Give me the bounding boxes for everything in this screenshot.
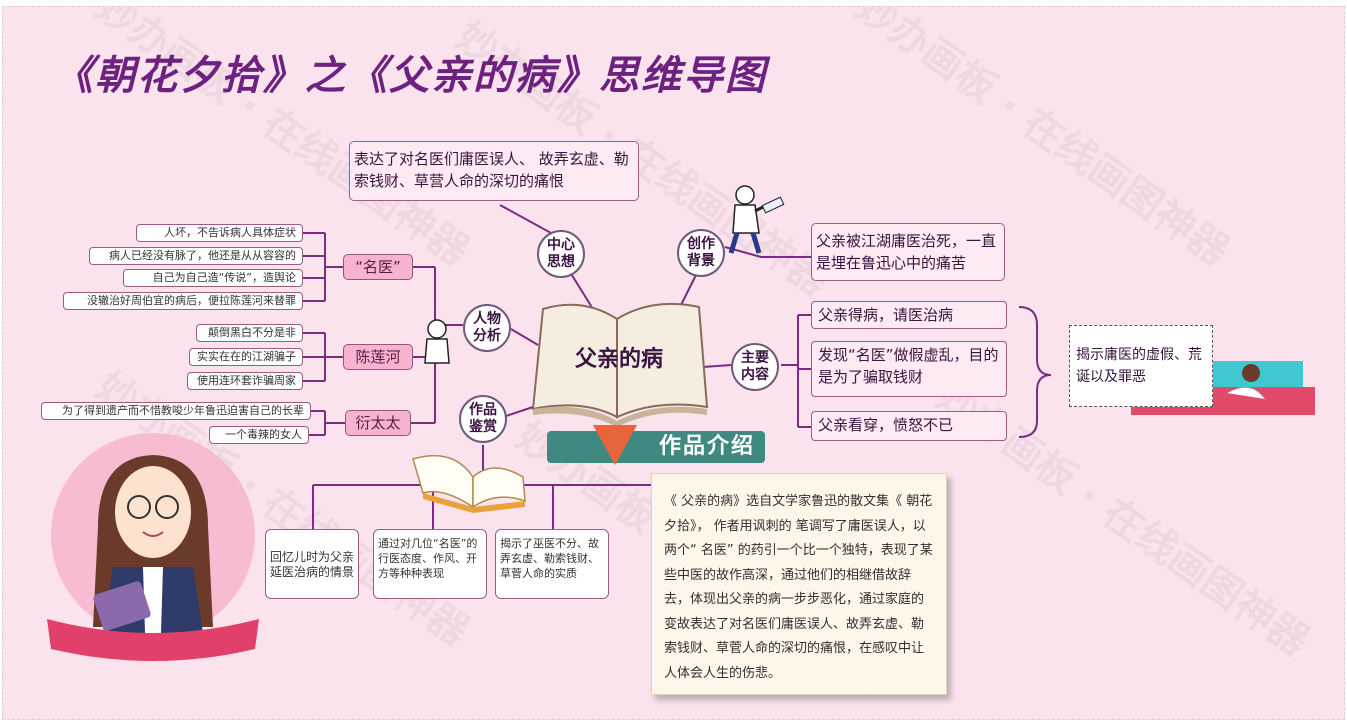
girl-illustration xyxy=(47,433,259,661)
man-illustration xyxy=(424,319,450,364)
page-title: 《朝花夕拾》之《父亲的病》思维导图 xyxy=(53,53,767,99)
intro-text: 《 父亲的病》选自文学家鲁迅的散文集《 朝花夕拾》， 作者用讽刺的 笔调写了庸医… xyxy=(664,494,933,681)
character-trait: 使用连环套诈骗周家 xyxy=(187,372,303,390)
small-book-illustration xyxy=(412,454,526,513)
character-name-chenlianhe: 陈莲河 xyxy=(343,344,413,370)
theme-box: 表达了对名医们庸医误人、 故弄玄虚、勒索钱财、草营人命的深切的痛恨 xyxy=(349,141,639,201)
mindmap-canvas: 妙办画板 · 在线画图神器 妙办画板 · 在线画图神器 妙办画板 · 在线画图神… xyxy=(2,6,1345,720)
background-bubble: 创作背景 xyxy=(677,229,725,277)
character-trait: 实实在在的江湖骗子 xyxy=(189,348,303,366)
content-bubble: 主要内容 xyxy=(731,343,779,391)
content-summary-text: 揭示庸医的虚假、荒诞以及罪恶 xyxy=(1076,347,1202,385)
character-trait: 自己为自己造“传说”，造舆论 xyxy=(123,269,303,287)
content-item: 发现“名医”做假虚乱，目的是为了骗取钱财 xyxy=(811,341,1007,397)
appreciation-item: 回忆儿时为父亲延医治病的情景 xyxy=(265,529,359,599)
book-illustration xyxy=(531,302,709,427)
theme-bubble: 中心思想 xyxy=(537,230,585,278)
appreciation-bubble: 作品鉴赏 xyxy=(459,395,507,443)
theme-text: 表达了对名医们庸医误人、 故弄玄虚、勒索钱财、草营人命的深切的痛恨 xyxy=(354,150,629,190)
content-item: 父亲看穿，愤怒不已 xyxy=(811,411,1007,441)
banner-arrow-icon xyxy=(593,425,637,465)
intro-card: 《 父亲的病》选自文学家鲁迅的散文集《 朝花夕拾》， 作者用讽刺的 笔调写了庸医… xyxy=(651,473,947,695)
character-trait: 没辙治好周伯宜的病后，便拉陈莲河来替罪 xyxy=(63,292,303,310)
character-trait: 一个毒辣的女人 xyxy=(209,426,309,444)
character-name-mingyi: “名医” xyxy=(343,254,413,280)
appreciation-item: 揭示了巫医不分、故弄玄虚、勒索钱财、草菅人命的实质 xyxy=(495,529,609,599)
character-trait: 人坏，不告诉病人具体症状 xyxy=(136,224,303,242)
content-item: 父亲得病，请医治病 xyxy=(811,301,1007,329)
center-node: 父亲的病 xyxy=(574,347,663,372)
character-trait: 为了得到遗产而不惜教唆少年鲁迅迫害自己的长辈 xyxy=(41,402,311,420)
connector-lines xyxy=(47,185,1315,661)
doctor-illustration xyxy=(728,185,785,254)
background-text: 父亲被江湖庸医治死，一直是埋在鲁迅心中的痛苦 xyxy=(816,232,997,272)
character-trait: 病人已经没有脉了，他还是从从容容的 xyxy=(89,247,303,265)
content-summary: 揭示庸医的虚假、荒诞以及罪恶 xyxy=(1069,325,1213,407)
character-name-yantaitai: 衍太太 xyxy=(345,410,411,436)
character-trait: 颠倒黑白不分是非 xyxy=(196,324,303,342)
appreciation-item: 通过对几位“名医”的行医态度、作风、开方等种种表现 xyxy=(373,529,487,599)
intro-banner: 作品介绍 xyxy=(547,431,765,463)
background-box: 父亲被江湖庸医治死，一直是埋在鲁迅心中的痛苦 xyxy=(811,223,1005,281)
characters-bubble: 人物分析 xyxy=(463,304,511,352)
